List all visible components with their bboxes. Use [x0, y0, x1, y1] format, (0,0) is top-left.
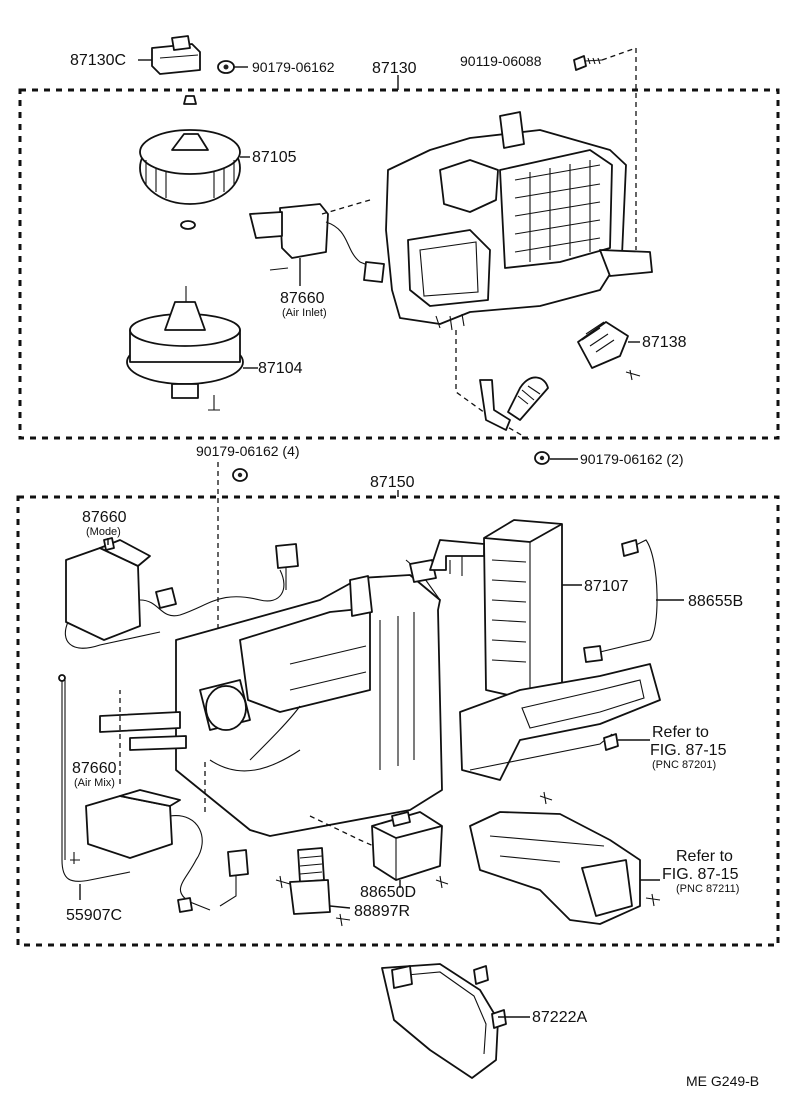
- label-87107: 87107: [584, 578, 629, 595]
- group-87130-box: [18, 88, 780, 440]
- label-90179-4: 90179-06162 (4): [196, 443, 300, 459]
- label-ref1-line1: Refer to: [652, 724, 709, 741]
- label-87660-inlet-sub: (Air Inlet): [282, 307, 327, 319]
- label-ref1-line2: FIG. 87-15: [650, 742, 727, 759]
- sensor-wire-88655b: [583, 539, 684, 663]
- label-87150: 87150: [370, 474, 415, 491]
- label-87660-air-mix-sub: (Air Mix): [74, 777, 115, 789]
- servo-87660-air-inlet: [249, 199, 385, 286]
- heater-core-87107: [429, 519, 582, 701]
- label-90179-top: 90179-06162: [252, 59, 335, 75]
- group-87150-box: [16, 495, 780, 947]
- label-55907c: 55907C: [66, 907, 122, 924]
- blower-fan-87105: [139, 95, 250, 230]
- label-87660-air-mix: 87660: [72, 760, 117, 777]
- label-ref1-line3: (PNC 87201): [652, 759, 716, 771]
- label-ref2-line1: Refer to: [676, 848, 733, 865]
- label-ref2-line3: (PNC 87211): [676, 883, 739, 895]
- label-88655b: 88655B: [688, 593, 743, 610]
- label-90179-2: 90179-06162 (2): [580, 451, 684, 467]
- label-87660-mode: 87660: [82, 509, 127, 526]
- servo-87660-air-mix: [85, 690, 249, 913]
- label-ref2-line2: FIG. 87-15: [662, 866, 739, 883]
- label-87222a: 87222A: [532, 1009, 587, 1026]
- servo-87660-mode: [64, 537, 299, 649]
- label-87660-inlet: 87660: [280, 290, 325, 307]
- blower-unit-housing: [385, 111, 653, 441]
- cover-87222a: [381, 963, 530, 1079]
- label-87660-mode-sub: (Mode): [86, 526, 121, 538]
- blower-motor-87104: [126, 286, 258, 411]
- cable-55907c: [58, 674, 131, 900]
- label-88897r: 88897R: [354, 903, 410, 920]
- drain-hose: [479, 376, 549, 431]
- amplifier-88650d: [371, 811, 449, 889]
- footer-code: ME G249-B: [686, 1073, 759, 1089]
- nut-90179-4: [217, 462, 248, 640]
- label-87105: 87105: [252, 149, 297, 166]
- duct-87201: [459, 663, 661, 805]
- label-88650d: 88650D: [360, 884, 416, 901]
- heater-unit-housing: [99, 559, 443, 849]
- nut-90179-top: [217, 60, 248, 74]
- duct-87211: [469, 811, 661, 925]
- label-87130c: 87130C: [70, 52, 126, 69]
- label-90119: 90119-06088: [460, 53, 542, 69]
- nut-90179-2: [534, 451, 578, 465]
- label-87104: 87104: [258, 360, 303, 377]
- resistor-87138: [577, 321, 641, 381]
- relay-87130c: [138, 35, 201, 75]
- label-87138: 87138: [642, 334, 687, 351]
- label-87130: 87130: [372, 60, 417, 77]
- sensor-88897r: [275, 847, 351, 927]
- screw-90119: [573, 47, 637, 250]
